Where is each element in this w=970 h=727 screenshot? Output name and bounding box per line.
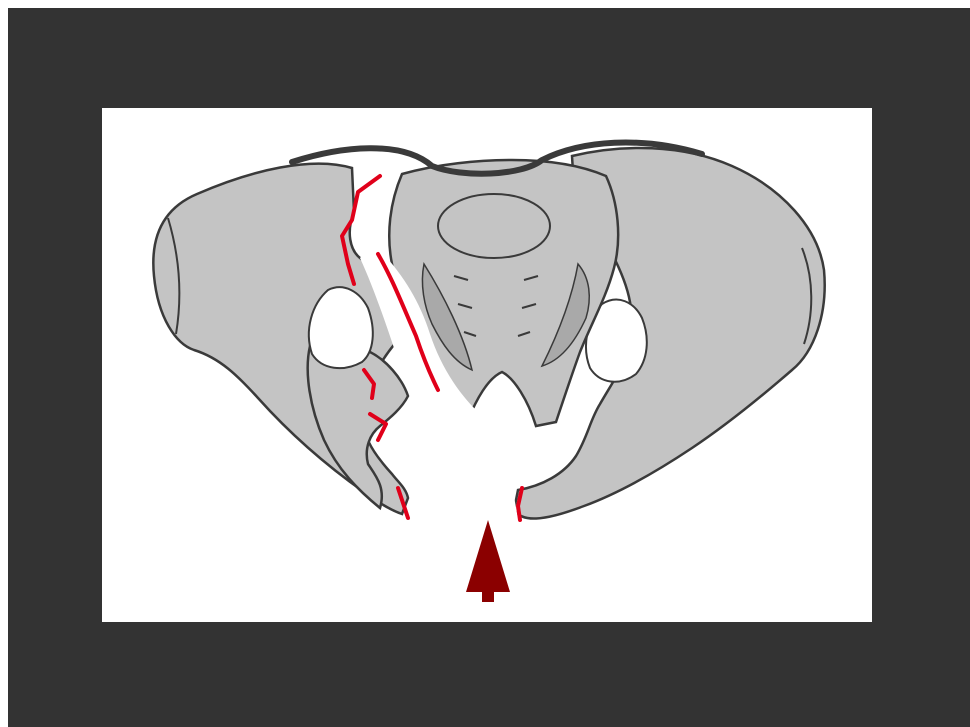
slide-frame xyxy=(8,8,970,727)
left-hemipelvis xyxy=(153,164,408,514)
pelvis-illustration-panel xyxy=(102,108,872,622)
s1-vertebral-body xyxy=(438,194,550,258)
pelvis-fracture-diagram xyxy=(102,108,872,622)
left-obturator-foramen xyxy=(309,287,373,368)
